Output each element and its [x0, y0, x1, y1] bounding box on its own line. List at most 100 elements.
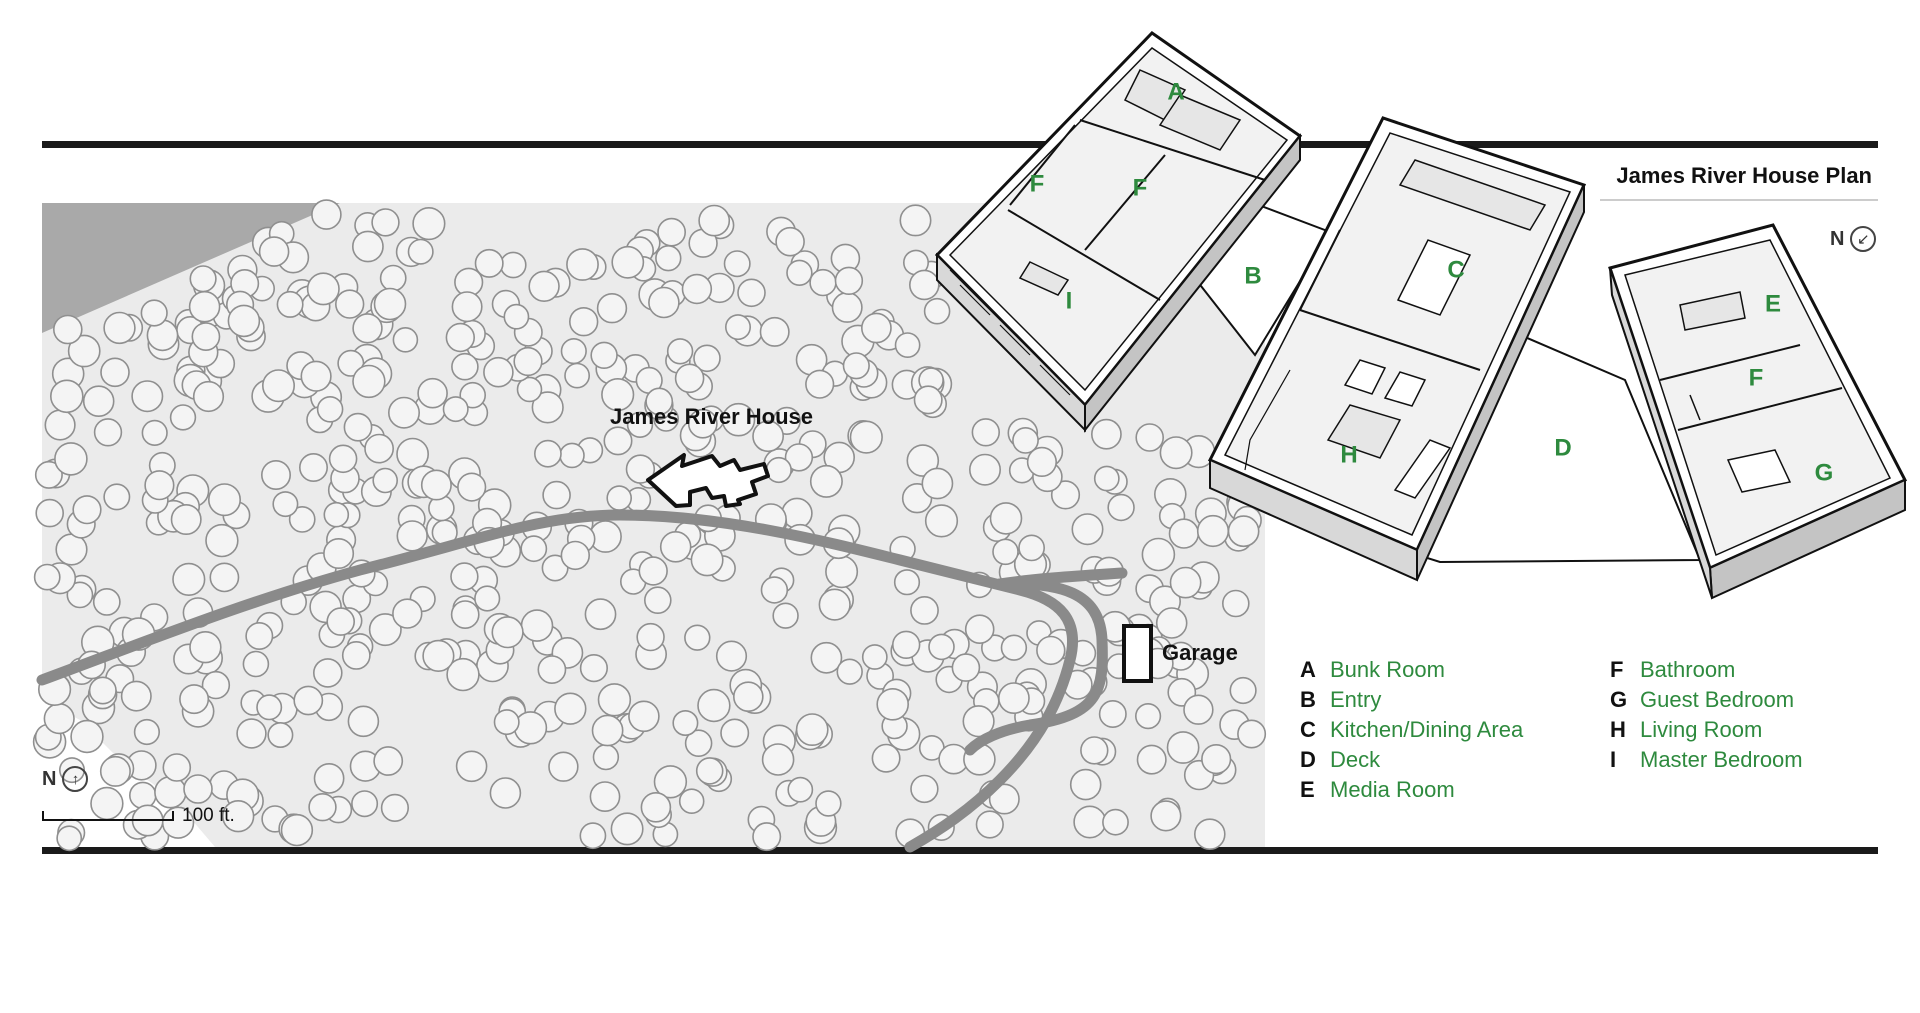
tree-icon: [964, 614, 995, 645]
room-label-h: H: [1340, 441, 1357, 468]
tree-icon: [1222, 589, 1250, 618]
tree-icon: [989, 502, 1023, 535]
tree-icon: [371, 208, 400, 237]
tree-icon: [459, 381, 487, 409]
tree-icon: [684, 624, 711, 651]
tree-icon: [293, 685, 324, 716]
tree-icon: [288, 506, 316, 533]
tree-icon: [312, 658, 343, 688]
tree-icon: [975, 810, 1004, 839]
tree-icon: [761, 743, 795, 776]
tree-icon: [343, 412, 373, 442]
tree-icon: [597, 683, 632, 717]
wing-bunk-master: [934, 31, 1303, 433]
tree-icon: [906, 444, 940, 477]
site-map: [32, 199, 1267, 853]
tree-icon: [534, 439, 562, 468]
tree-icon: [784, 443, 814, 472]
bottom-rule: [42, 847, 1878, 854]
tree-icon: [759, 316, 790, 347]
tree-icon: [643, 586, 672, 615]
tree-icon: [724, 314, 751, 341]
tree-icon: [1098, 699, 1127, 728]
tree-icon: [162, 753, 192, 782]
tree-icon: [715, 640, 748, 672]
tree-icon: [687, 408, 718, 439]
tree-icon: [681, 273, 713, 305]
tree-icon: [1093, 465, 1120, 492]
tree-icon: [871, 743, 901, 773]
tree-icon: [54, 442, 88, 476]
tree-icon: [971, 418, 1000, 447]
tree-icon: [626, 411, 654, 438]
tree-icon: [192, 380, 225, 413]
room-label-c: C: [1447, 256, 1464, 283]
garage-outline: [1122, 624, 1153, 683]
tree-icon: [894, 332, 921, 359]
tree-icon: [638, 556, 668, 586]
tree-icon: [82, 385, 115, 418]
tree-icon: [499, 251, 527, 279]
tree-icon: [908, 269, 940, 301]
tree-icon: [392, 598, 423, 629]
tree-icon: [373, 287, 407, 321]
tree-icon: [373, 746, 404, 776]
room-label-d: D: [1554, 434, 1571, 461]
tree-icon: [542, 480, 571, 510]
room-label-f-3: F: [1749, 364, 1764, 391]
tree-icon: [396, 437, 430, 471]
tree-icon: [1194, 818, 1226, 851]
tree-icon: [189, 630, 222, 664]
tree-icon: [1026, 446, 1057, 478]
tree-icon: [189, 265, 217, 293]
tree-icon: [313, 763, 345, 794]
tree-icon: [786, 259, 813, 286]
tree-icon: [326, 607, 356, 636]
tree-icon: [921, 467, 954, 500]
main-road: [36, 509, 1079, 853]
tree-icon: [861, 312, 892, 344]
tree-icon: [407, 238, 434, 265]
tree-icon: [601, 378, 635, 412]
tree-icon: [1168, 518, 1200, 549]
tree-icon: [88, 676, 117, 705]
tree-icon: [625, 454, 656, 484]
tree-icon: [834, 266, 864, 295]
tree-icon: [1196, 514, 1230, 548]
tree-icon: [968, 453, 1001, 486]
tree-icon: [335, 289, 365, 319]
tree-icon: [992, 538, 1019, 566]
tree-icon: [809, 268, 837, 297]
tree-icon: [752, 420, 785, 453]
house-plan: A B C D E F F F G H I: [934, 31, 1908, 600]
tree-icon: [55, 533, 88, 566]
tree-icon: [531, 391, 564, 424]
tree-icon: [56, 825, 83, 852]
tree-icon: [513, 711, 548, 745]
tree-icon: [721, 402, 756, 437]
tree-icon: [760, 576, 789, 604]
tree-icon: [272, 491, 299, 518]
tree-icon: [1150, 800, 1182, 832]
house-label: James River House: [610, 404, 813, 429]
tree-icon: [657, 217, 687, 247]
tree-icon: [606, 485, 633, 511]
tree-icon: [910, 596, 939, 625]
tree-icon: [695, 757, 724, 785]
tree-icon: [396, 520, 428, 552]
tree-icon: [513, 346, 543, 377]
tree-icon: [590, 341, 618, 369]
tree-icon: [90, 786, 124, 821]
tree-icon: [446, 657, 480, 692]
tree-icon: [787, 776, 814, 803]
wing-media-guest: [1608, 223, 1908, 600]
tree-icon: [316, 395, 344, 423]
tree-icon: [1136, 744, 1167, 775]
tree-icon: [328, 444, 358, 474]
tree-icon: [520, 609, 554, 642]
